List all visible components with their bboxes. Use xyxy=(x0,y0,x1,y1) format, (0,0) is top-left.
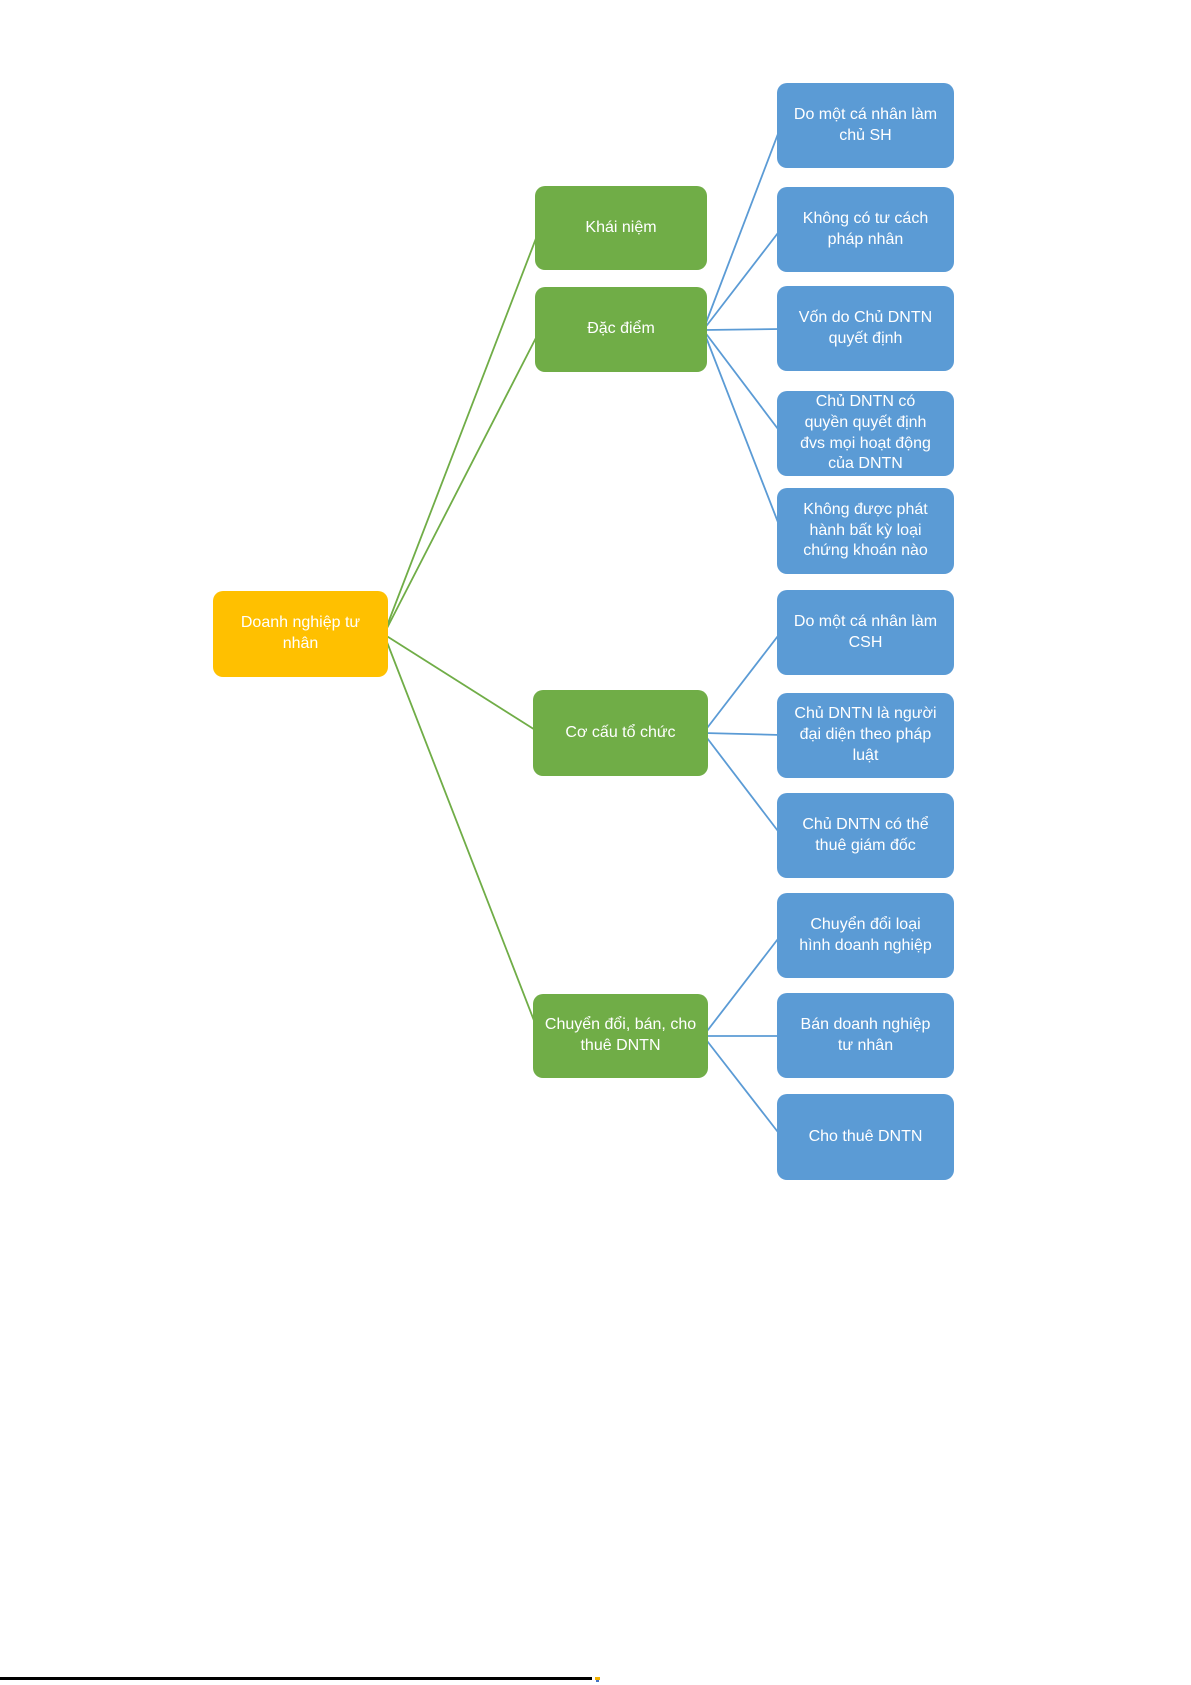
branch-label: Khái niệm xyxy=(585,218,657,236)
node-leaf-8: Chủ DNTN có thể thuê giám đốc xyxy=(777,793,954,878)
edge-co-cau-to-leaf-8 xyxy=(703,733,782,836)
node-leaf-1: Do một cá nhân làm chủ SH xyxy=(777,83,954,168)
leaf-label: Chủ DNTN có quyền quyết định đvs mọi hoạ… xyxy=(800,392,931,473)
node-leaf-3: Vốn do Chủ DNTN quyết định xyxy=(777,286,954,371)
node-leaf-4: Chủ DNTN có quyền quyết định đvs mọi hoạ… xyxy=(777,391,954,476)
footer-rule-end-dot-blue xyxy=(596,1680,599,1682)
node-leaf-7: Chủ DNTN là người đại diện theo pháp luậ… xyxy=(777,693,954,778)
edge-chuyen-doi-to-leaf-9 xyxy=(703,934,782,1036)
node-branch-co-cau-to-chuc: Cơ cấu tổ chức xyxy=(533,690,708,776)
branch-label: Chuyển đổi, bán, cho thuê DNTN xyxy=(544,1016,697,1054)
node-leaf-6: Do một cá nhân làm CSH xyxy=(777,590,954,675)
leaf-label: Do một cá nhân làm chủ SH xyxy=(793,105,938,144)
edge-dac-diem-to-leaf-3 xyxy=(703,328,782,331)
branch-label: Cơ cấu tổ chức xyxy=(565,723,676,741)
node-root: Doanh nghiệp tư nhân xyxy=(213,591,388,677)
node-branch-khai-niem: Khái niệm xyxy=(535,186,707,270)
edge-root-to-chuyen-doi xyxy=(384,636,541,1037)
leaf-label: Do một cá nhân làm CSH xyxy=(793,612,938,651)
edge-root-to-khai-niem xyxy=(384,227,541,632)
branch-label: Đặc điểm xyxy=(587,320,655,338)
node-branch-chuyen-doi-ban-cho-thue: Chuyển đổi, bán, cho thuê DNTN xyxy=(533,994,708,1078)
leaf-label: Bán doanh nghiệp tư nhân xyxy=(800,1015,931,1054)
node-branch-dac-diem: Đặc điểm xyxy=(535,287,707,372)
edge-co-cau-to-leaf-7 xyxy=(703,732,782,736)
node-leaf-11: Cho thuê DNTN xyxy=(777,1094,954,1180)
edge-root-to-co-cau xyxy=(384,634,541,734)
leaf-label: Vốn do Chủ DNTN quyết định xyxy=(798,308,933,347)
node-root-label: Doanh nghiệp tư nhân xyxy=(240,614,361,652)
leaf-label: Chủ DNTN là người đại diện theo pháp luậ… xyxy=(794,705,937,764)
edge-root-to-dac-diem xyxy=(384,329,541,633)
node-leaf-2: Không có tư cách pháp nhân xyxy=(777,187,954,272)
edge-co-cau-to-leaf-6 xyxy=(703,631,782,733)
leaf-label: Không có tư cách pháp nhân xyxy=(802,209,929,248)
leaf-label: Cho thuê DNTN xyxy=(808,1127,923,1145)
edge-dac-diem-to-leaf-1 xyxy=(703,125,782,329)
edge-dac-diem-to-leaf-4 xyxy=(703,330,782,434)
footer-rule xyxy=(0,1677,592,1680)
node-leaf-10: Bán doanh nghiệp tư nhân xyxy=(777,993,954,1078)
leaf-label: Chủ DNTN có thể thuê giám đốc xyxy=(802,815,929,854)
edge-dac-diem-to-leaf-2 xyxy=(703,228,782,330)
node-leaf-9: Chuyển đổi loại hình doanh nghiệp xyxy=(777,893,954,978)
node-leaf-5: Không được phát hành bất kỳ loại chứng k… xyxy=(777,488,954,574)
leaf-label: Không được phát hành bất kỳ loại chứng k… xyxy=(803,500,928,560)
edge-dac-diem-to-leaf-5 xyxy=(703,331,782,531)
footer-rule-end-dot xyxy=(595,1677,600,1680)
edge-chuyen-doi-to-leaf-11 xyxy=(703,1036,782,1137)
leaf-label: Chuyển đổi loại hình doanh nghiệp xyxy=(799,915,932,954)
